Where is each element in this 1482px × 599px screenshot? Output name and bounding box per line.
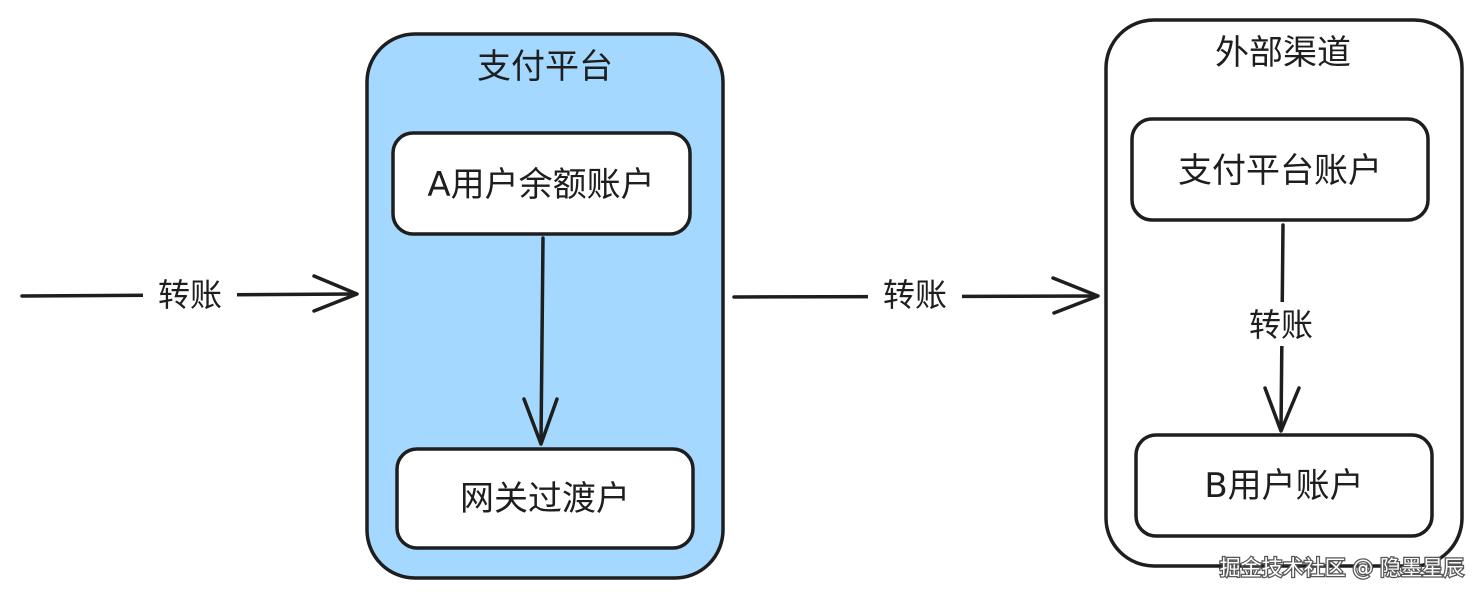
gateway-transit-node: 网关过渡户 xyxy=(395,447,695,550)
outbound-arrowhead xyxy=(1051,276,1100,315)
platform-account-label: 支付平台账户 xyxy=(1178,151,1382,191)
internal-transfer-arrow xyxy=(522,236,559,446)
gateway-transit-label: 网关过渡户 xyxy=(460,479,630,519)
gateway-transit-box xyxy=(395,447,695,550)
user-b-account-label: B用户账户 xyxy=(1204,466,1363,506)
settlement-transfer-arrow: 转账 xyxy=(1234,223,1328,433)
outbound-label-bg xyxy=(868,274,962,316)
settlement-transfer-label: 转账 xyxy=(1249,306,1313,344)
user-b-account-node: B用户账户 xyxy=(1134,433,1434,538)
outbound-transfer-arrow: 转账 xyxy=(732,274,1100,316)
user-a-balance-node: A用户余额账户 xyxy=(391,131,692,236)
user-a-balance-label: A用户余额账户 xyxy=(427,165,654,205)
incoming-arrowhead xyxy=(312,274,359,313)
user-b-account-box xyxy=(1134,433,1434,538)
payment-platform-title: 支付平台 xyxy=(477,47,613,87)
user-a-balance-box xyxy=(391,131,692,236)
incoming-transfer-label: 转账 xyxy=(158,276,222,314)
settlement-label-bg xyxy=(1234,302,1328,346)
settlement-arrowhead xyxy=(1263,386,1301,433)
platform-account-node: 支付平台账户 xyxy=(1130,117,1430,222)
watermark-text: 掘金技术社区 @ 隐墨星辰 xyxy=(1220,556,1464,580)
platform-account-box xyxy=(1130,117,1430,222)
internal-arrow-line xyxy=(539,236,545,445)
internal-arrowhead xyxy=(522,397,559,446)
outbound-transfer-label: 转账 xyxy=(883,276,947,314)
incoming-transfer-arrow: 转账 xyxy=(20,274,359,316)
incoming-label-bg xyxy=(143,274,237,316)
external-channel-title: 外部渠道 xyxy=(1215,33,1351,73)
